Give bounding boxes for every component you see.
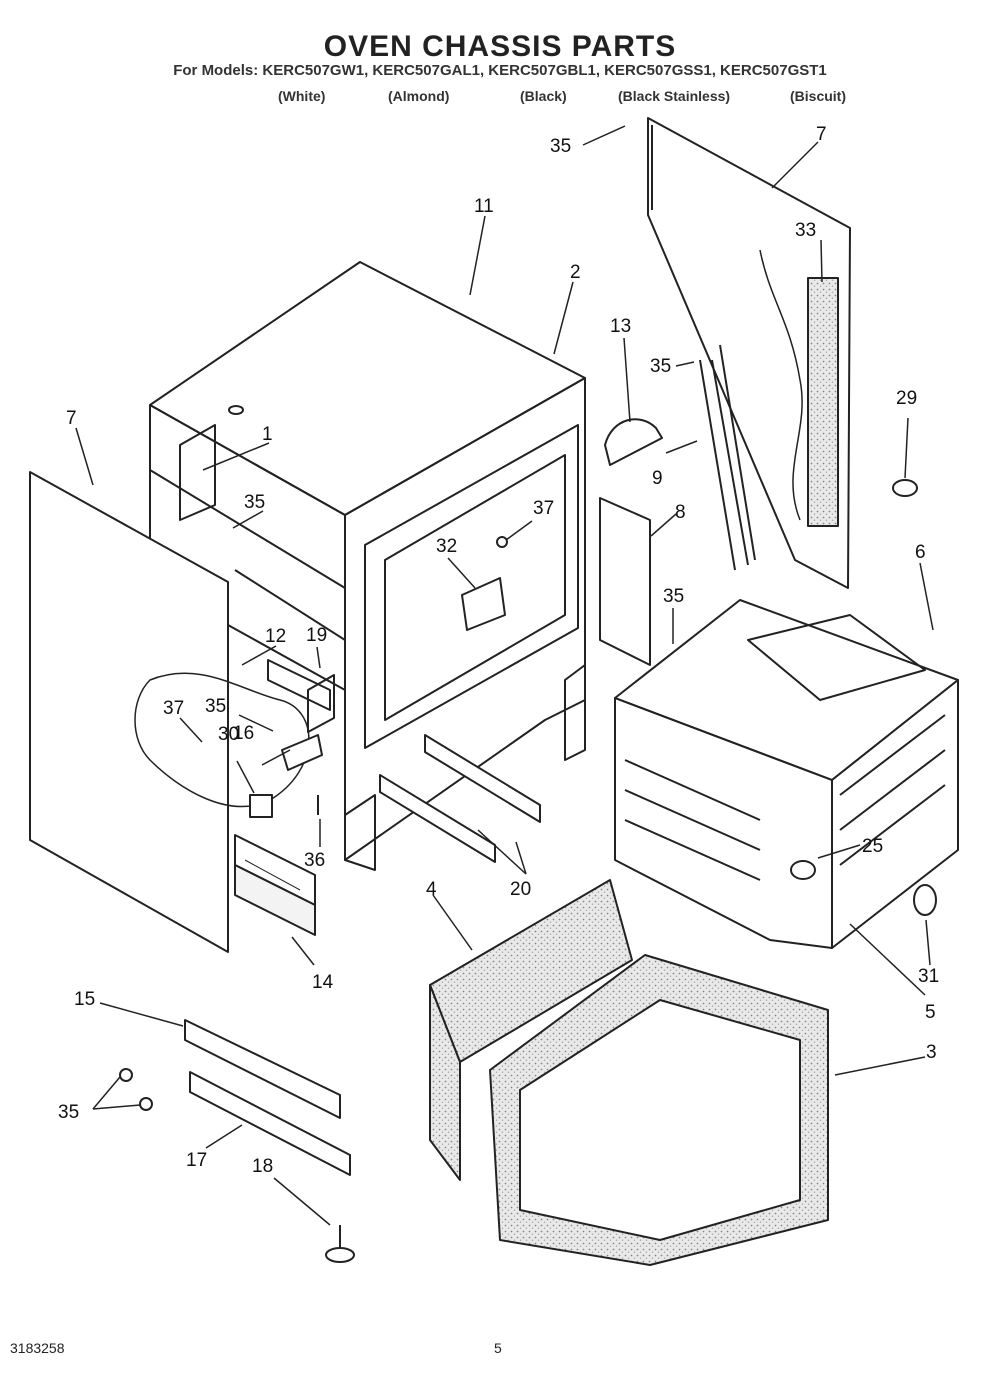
callout-25: 25 bbox=[862, 836, 883, 857]
sensor-part bbox=[461, 577, 506, 631]
variant-biscuit: (Biscuit) bbox=[790, 88, 846, 104]
model-list: For Models: KERC507GW1, KERC507GAL1, KER… bbox=[173, 62, 827, 79]
rails-part bbox=[379, 734, 541, 863]
relay-part bbox=[249, 794, 273, 818]
terminal-block-part bbox=[307, 674, 335, 733]
side-panel-part bbox=[29, 471, 229, 953]
callout-29: 29 bbox=[896, 388, 917, 409]
callout-13: 13 bbox=[610, 316, 631, 337]
callout-37: 37 bbox=[533, 498, 554, 519]
callout-20: 20 bbox=[510, 879, 531, 900]
switch-part bbox=[281, 734, 323, 771]
oven-cavity-part bbox=[614, 599, 959, 949]
insulation-blanket-part bbox=[429, 879, 829, 1266]
hinge-receiver-part bbox=[699, 344, 756, 571]
callout-35: 35 bbox=[550, 136, 571, 157]
callout-37: 37 bbox=[163, 698, 184, 719]
callout-4: 4 bbox=[426, 879, 437, 900]
bracket-part bbox=[267, 659, 331, 711]
callout-14: 14 bbox=[312, 972, 334, 993]
variant-black: (Black) bbox=[520, 88, 567, 104]
callout-31: 31 bbox=[918, 966, 939, 987]
variant-white: (White) bbox=[278, 88, 326, 104]
side-bracket-part bbox=[599, 497, 651, 666]
callout-35: 35 bbox=[663, 586, 684, 607]
back-panel-part bbox=[647, 117, 851, 589]
callout-35: 35 bbox=[244, 492, 265, 513]
callout-35: 35 bbox=[650, 356, 671, 377]
control-board-part bbox=[234, 834, 316, 936]
variant-black-stainless: (Black Stainless) bbox=[618, 88, 731, 104]
leveling-leg-part bbox=[325, 1225, 355, 1263]
page-number: 5 bbox=[494, 1340, 502, 1356]
lower-rail-17-part bbox=[189, 1071, 351, 1176]
light-lens-part bbox=[913, 884, 937, 916]
variant-almond: (Almond) bbox=[388, 88, 450, 104]
screw-35-lower-a bbox=[119, 1068, 133, 1082]
callout-12: 12 bbox=[265, 626, 286, 647]
callout-15: 15 bbox=[74, 989, 95, 1010]
callout-11: 11 bbox=[474, 196, 494, 217]
screw-37-part bbox=[496, 536, 508, 548]
wiring-area bbox=[134, 672, 310, 808]
callout-16: 16 bbox=[233, 723, 254, 744]
callout-6: 6 bbox=[915, 542, 926, 563]
callout-3: 3 bbox=[926, 1042, 937, 1063]
callout-33: 33 bbox=[795, 220, 816, 241]
callout-36: 36 bbox=[304, 850, 325, 871]
callout-17: 17 bbox=[186, 1150, 207, 1171]
lower-rail-15-part bbox=[184, 1019, 341, 1119]
callout-19: 19 bbox=[306, 625, 327, 646]
callout-9: 9 bbox=[652, 468, 663, 489]
callout-7: 7 bbox=[66, 408, 77, 429]
callout-30-visible: 30 bbox=[218, 724, 239, 745]
socket-part bbox=[892, 479, 918, 497]
callout-8: 8 bbox=[675, 502, 686, 523]
callout-35: 35 bbox=[205, 696, 226, 717]
screw-35-lower-b bbox=[139, 1097, 153, 1111]
callout-labels: 35 7 11 2 33 13 35 1 7 35 9 29 37 32 8 6… bbox=[58, 124, 939, 1177]
callout-7: 7 bbox=[816, 124, 827, 145]
insulation-strip-part bbox=[807, 277, 839, 527]
document-number: 3183258 bbox=[10, 1340, 65, 1356]
callout-32: 32 bbox=[436, 536, 457, 557]
callout-5: 5 bbox=[925, 1002, 936, 1023]
vent-bracket-part bbox=[604, 418, 663, 466]
diagram-title: OVEN CHASSIS PARTS bbox=[323, 30, 677, 63]
callout-2: 2 bbox=[570, 262, 581, 283]
callout-1: 1 bbox=[262, 424, 273, 445]
callout-18: 18 bbox=[252, 1156, 273, 1177]
callout-35: 35 bbox=[58, 1102, 79, 1123]
chassis-frame-part bbox=[149, 261, 586, 871]
